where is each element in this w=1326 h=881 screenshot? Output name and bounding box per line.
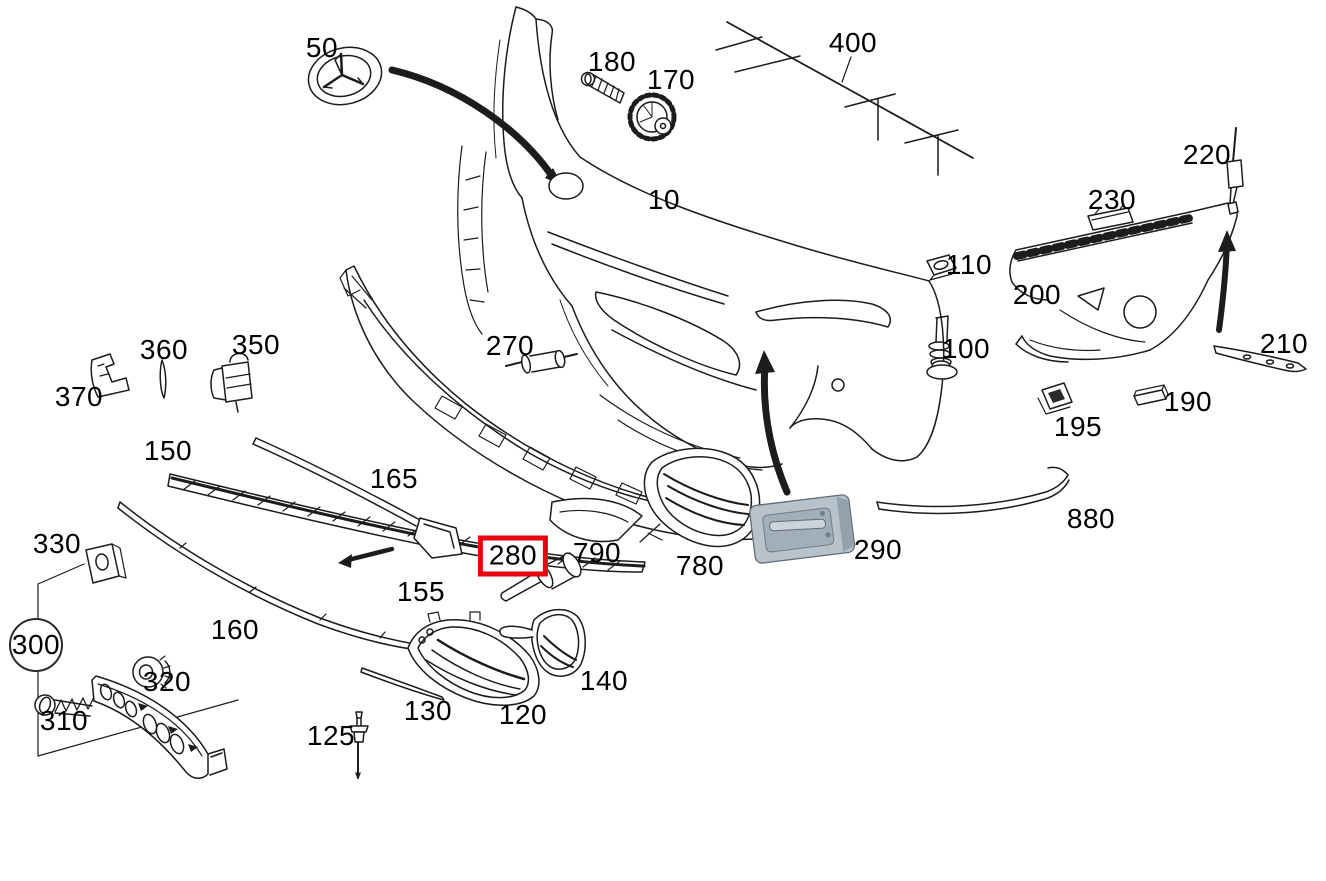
harness-400-drawing [716, 22, 973, 175]
grille-120-drawing [408, 612, 539, 705]
bracket-190-drawing [1134, 385, 1168, 405]
part-label-360[interactable]: 360 [139, 334, 189, 365]
screw-310-drawing [35, 695, 94, 716]
part-label-290[interactable]: 290 [853, 534, 903, 565]
part-label-790[interactable]: 790 [572, 537, 622, 568]
strip-155-drawing [253, 438, 462, 568]
corner-pointer-arrow [1218, 230, 1236, 330]
part-label-200[interactable]: 200 [1012, 279, 1062, 310]
part-label-165[interactable]: 165 [369, 463, 419, 494]
part-label-160[interactable]: 160 [210, 614, 260, 645]
part-label-130[interactable]: 130 [403, 695, 453, 726]
sensor-350-drawing [211, 353, 252, 412]
part-label-300[interactable]: 300 [9, 618, 63, 672]
part-label-155[interactable]: 155 [396, 576, 446, 607]
clip-195-drawing [1038, 383, 1072, 414]
part-label-400[interactable]: 400 [828, 27, 878, 58]
rivet-125-drawing [350, 712, 368, 778]
horn-170-drawing [630, 95, 674, 139]
grille-780-drawing [640, 448, 760, 546]
part-label-280[interactable]: 280 [477, 535, 549, 577]
bracket-370-drawing [91, 354, 129, 397]
part-label-170[interactable]: 170 [646, 64, 696, 95]
pin-220-drawing [1227, 128, 1243, 214]
rivet-270-drawing [506, 350, 577, 374]
emblem-pointer-arrow [392, 70, 562, 185]
emblem-drawing [302, 40, 387, 112]
part-label-150[interactable]: 150 [143, 435, 193, 466]
part-label-120[interactable]: 120 [498, 699, 548, 730]
strip-360-drawing [160, 360, 165, 398]
part-label-780[interactable]: 780 [675, 550, 725, 581]
splitter-790-drawing [550, 498, 642, 541]
front-bumper-drawing [458, 7, 944, 470]
part-label-370[interactable]: 370 [54, 381, 104, 412]
part-label-230[interactable]: 230 [1087, 184, 1137, 215]
strip-210-drawing [1214, 346, 1306, 371]
part-label-880[interactable]: 880 [1066, 503, 1116, 534]
screw-180-drawing [582, 73, 625, 104]
cover-290-pointer-arrow [755, 350, 787, 492]
part-label-180[interactable]: 180 [587, 46, 637, 77]
clip-110-drawing [927, 255, 956, 280]
screw-100-drawing [927, 316, 957, 379]
part-label-110[interactable]: 110 [945, 249, 993, 280]
grommet-320-drawing [133, 656, 171, 688]
part-label-350[interactable]: 350 [231, 329, 281, 360]
fin-130-drawing [361, 668, 444, 700]
part-label-195[interactable]: 195 [1053, 411, 1103, 442]
license-bracket-drawing [92, 676, 227, 778]
part-label-100[interactable]: 100 [941, 333, 991, 364]
corner-bracket-200-drawing [1010, 203, 1237, 362]
part-label-140[interactable]: 140 [579, 665, 629, 696]
cover-290-drawing [749, 494, 855, 564]
trim-strip-880-drawing [877, 467, 1069, 513]
part-label-50[interactable]: 50 [305, 32, 339, 63]
part-label-210[interactable]: 210 [1259, 328, 1309, 359]
part-label-10[interactable]: 10 [647, 184, 681, 215]
part-label-220[interactable]: 220 [1182, 139, 1232, 170]
part-label-270[interactable]: 270 [485, 330, 535, 361]
clip-230-drawing [1088, 204, 1133, 230]
grille-140-drawing [500, 610, 585, 677]
part-label-330[interactable]: 330 [32, 528, 82, 559]
part-label-190[interactable]: 190 [1163, 386, 1213, 417]
clip-330-drawing [86, 544, 126, 583]
part-label-310[interactable]: 310 [39, 705, 89, 736]
part-label-320[interactable]: 320 [142, 666, 192, 697]
part-label-125[interactable]: 125 [306, 720, 356, 751]
